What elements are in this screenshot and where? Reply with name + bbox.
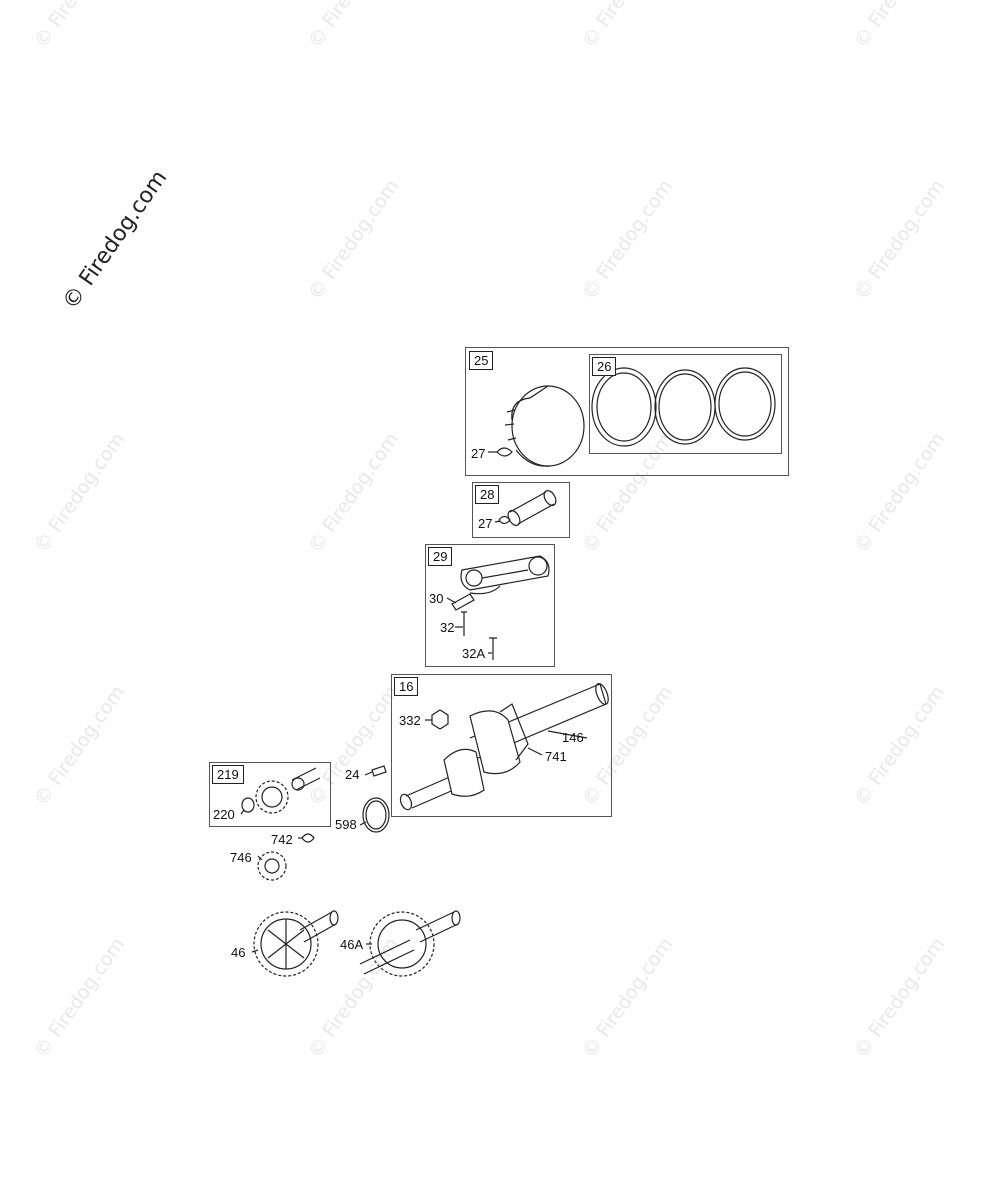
group-16-tag: 16 [394,677,419,696]
part-label-598: 598 [335,817,357,832]
crankshaft-drawing [399,683,609,811]
group-219-frame [209,762,331,827]
group-26-frame [589,354,782,454]
piston-drawing [504,385,585,467]
group-25-frame [465,347,789,476]
piston-rings-drawing [591,367,776,447]
bolt-32a-drawing [489,637,497,660]
part-label-32a: 32A [462,646,486,661]
group-26-tag: 26 [592,357,617,376]
part-label-27-pin: 27 [478,516,493,531]
part-label-741: 741 [545,749,567,764]
part-label-746: 746 [230,850,252,865]
washer-598-drawing [362,797,390,833]
gear-746-drawing [257,851,287,881]
part-label-220: 220 [213,807,235,822]
group-28-frame [472,482,570,538]
governor-gear-drawing [255,767,321,814]
group-219-tag: 219 [212,765,244,784]
connecting-rod-drawing [460,555,550,595]
part-label-146: 146 [562,730,584,745]
part-label-332: 332 [399,713,421,728]
part-label-742: 742 [271,832,293,847]
part-label-30: 30 [429,591,444,606]
bolt-32-drawing [461,611,467,636]
group-16-frame [391,674,612,817]
circlip-27-drawing [496,447,513,457]
group-28-tag: 28 [475,485,500,504]
part-label-32: 32 [440,620,455,635]
wrist-pin-drawing [498,490,557,526]
washer-220-drawing [241,797,255,813]
group-29-tag: 29 [428,547,453,566]
group-25-tag: 25 [469,351,494,370]
clip-742-drawing [301,833,315,843]
nut-332-drawing [431,709,449,730]
part-label-24: 24 [345,767,360,782]
dipper-30-drawing [451,593,475,611]
part-label-27-piston: 27 [471,446,486,461]
camshaft-46-drawing [253,910,339,977]
key-24-drawing [371,765,387,777]
group-29-frame [425,544,555,667]
part-label-46a: 46A [340,937,364,952]
camshaft-46a-drawing [359,910,461,977]
part-label-46: 46 [231,945,246,960]
